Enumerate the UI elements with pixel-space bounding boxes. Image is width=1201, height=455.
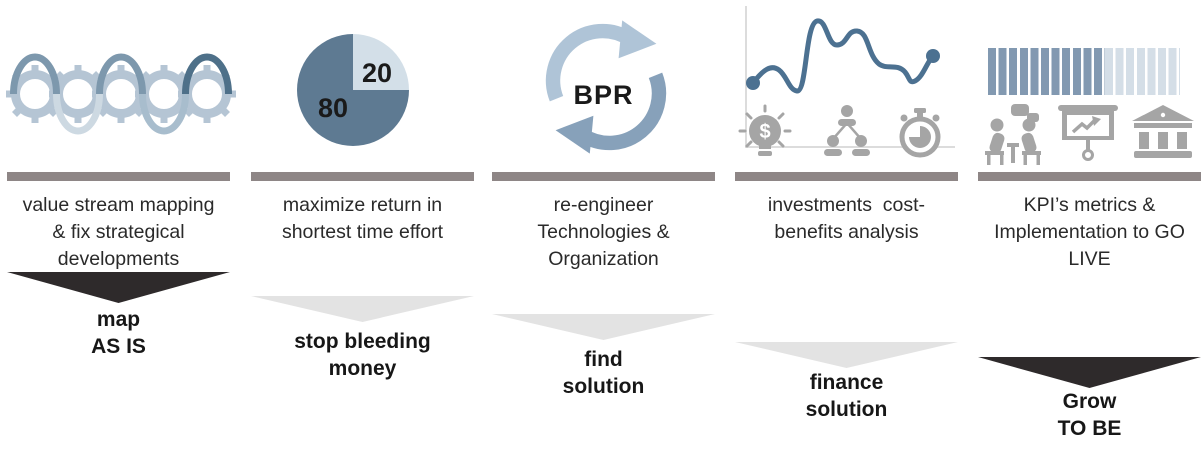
gears-flow-icon	[7, 53, 230, 135]
stage-description: KPI’s metrics & Implementation to GO LIV…	[994, 194, 1185, 270]
analysis-small-icons: $	[738, 104, 941, 158]
down-arrow-icon	[735, 342, 958, 368]
kpi-small-icons	[985, 104, 1194, 165]
stage-label: finance solution	[805, 371, 888, 421]
stage-label: stop bleeding money	[294, 330, 431, 380]
pie-chart-icon	[297, 34, 409, 146]
progress-bars-filled-icon	[988, 48, 1105, 95]
divider-bar	[492, 172, 715, 181]
stage-description: investments cost- benefits analysis	[767, 194, 926, 243]
divider-bar	[7, 172, 230, 181]
analysis-icons: $	[735, 0, 958, 170]
kpi-icons	[978, 0, 1201, 170]
org-chart-icon	[824, 105, 870, 156]
stage-label: map AS IS	[91, 308, 146, 358]
bank-icon	[1132, 105, 1194, 158]
stage-column-grow-to-be: KPI’s metrics & Implementation to GO LIV…	[978, 0, 1201, 455]
stage-label: Grow TO BE	[1057, 390, 1122, 440]
meeting-icon	[985, 104, 1041, 165]
stage-description: maximize return in shortest time effort	[281, 194, 444, 243]
stage-column-stop-bleeding: 20 80 maximize return in shortest time e…	[251, 0, 474, 455]
bpr-cycle-arrows-icon: BPR	[492, 0, 715, 170]
stage-column-map-as-is: value stream mapping & fix strategical d…	[7, 0, 230, 455]
stage-column-find-solution: BPR re-engineer Technologies & Organizat…	[492, 0, 715, 455]
cycle-arrows-icon	[545, 20, 667, 154]
progress-bars-empty-icon	[1105, 48, 1180, 95]
divider-bar	[251, 172, 474, 181]
stage-description: re-engineer Technologies & Organization	[537, 194, 670, 270]
stopwatch-icon	[899, 108, 941, 158]
stage-description: value stream mapping & fix strategical d…	[22, 194, 215, 270]
divider-bar	[735, 172, 958, 181]
pareto-pie-icon: 20 80	[251, 0, 474, 170]
down-arrow-icon	[978, 357, 1201, 388]
divider-bar	[978, 172, 1201, 181]
presentation-chart-icon	[1058, 105, 1118, 161]
stage-label: find solution	[562, 348, 645, 398]
down-arrow-icon	[492, 314, 715, 340]
down-arrow-icon	[7, 272, 230, 303]
down-arrow-icon	[251, 296, 474, 322]
pie-value-minor: 20	[361, 58, 393, 88]
stage-column-finance-solution: $	[735, 0, 958, 455]
gears-flow-icon	[7, 0, 230, 170]
pie-value-major: 80	[317, 93, 349, 123]
svg-text:$: $	[759, 121, 770, 143]
bpr-label: BPR	[573, 80, 634, 110]
dollar-bulb-icon: $	[738, 104, 792, 156]
